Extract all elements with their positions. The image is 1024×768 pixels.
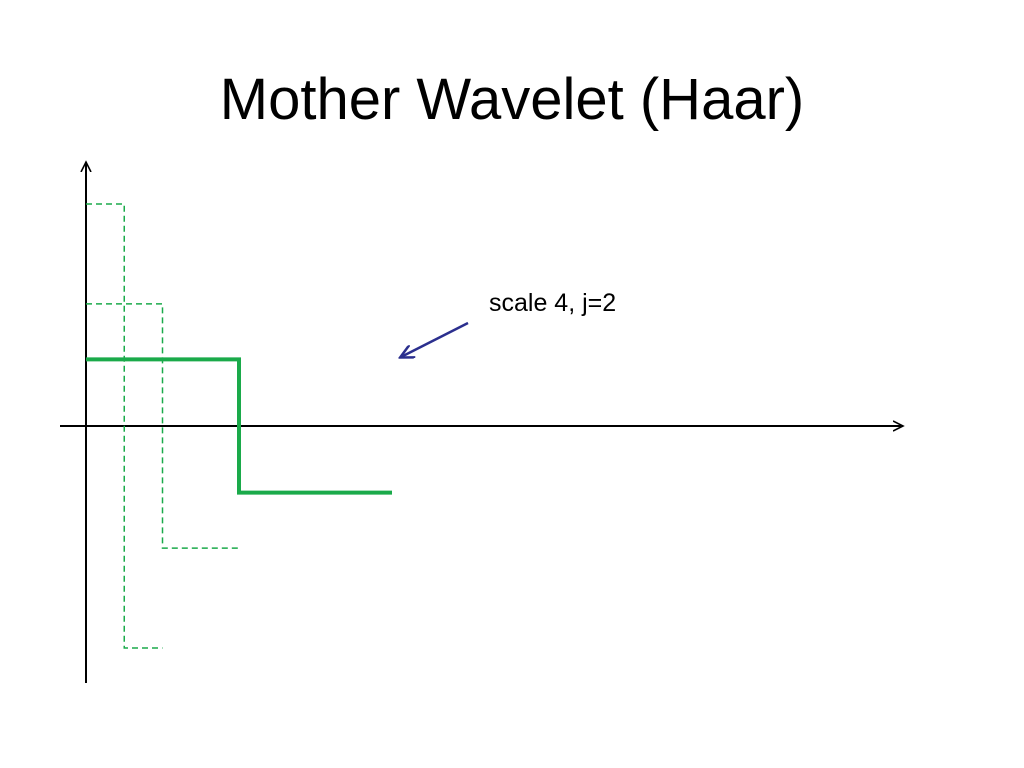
- wavelet-scale-1: [86, 203, 163, 649]
- slide-title: Mother Wavelet (Haar): [219, 67, 805, 132]
- wavelet-series: [86, 203, 392, 649]
- annotation-arrow: [401, 321, 469, 357]
- wavelet-scale-4: [86, 357, 392, 495]
- annotation-label: scale 4, j=2: [489, 289, 616, 317]
